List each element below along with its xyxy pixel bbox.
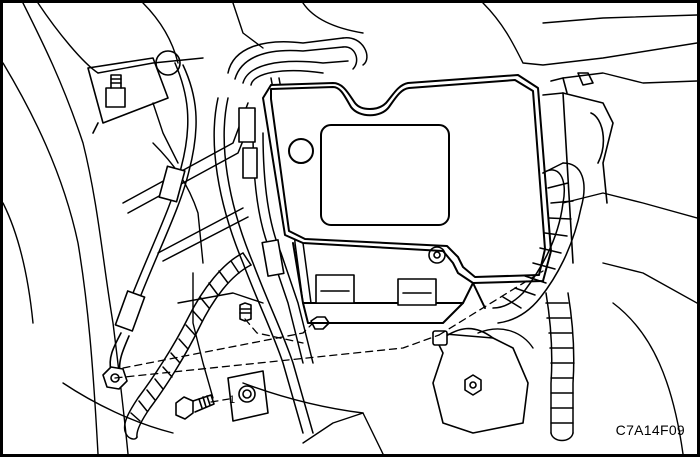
installation-leader-lines [114, 270, 544, 403]
abs-modulator [262, 74, 552, 324]
exploded-stud-icon [239, 302, 252, 322]
bracket-bolt-icon [105, 74, 126, 108]
exploded-bolt-icon [175, 394, 215, 420]
modulator-stud-icon [310, 316, 330, 330]
line-drawing: 1 [3, 3, 697, 454]
lower-left-bracket [227, 370, 269, 422]
mounting-hole [288, 138, 314, 164]
body-structure [3, 3, 697, 454]
tube-fittings [114, 107, 285, 332]
wiring-harness [123, 162, 585, 442]
bracket-bolt-head-icon [464, 374, 482, 396]
label-plate [320, 124, 450, 226]
figure-code: C7A14F09 [615, 422, 685, 438]
mounting-bracket [87, 50, 181, 134]
right-bracket [542, 72, 614, 264]
modulator-bolt-icon [428, 246, 446, 264]
lower-right-nut-icon [432, 330, 448, 346]
callout-number: 1 [229, 394, 235, 406]
modulator-connectors [315, 274, 437, 306]
